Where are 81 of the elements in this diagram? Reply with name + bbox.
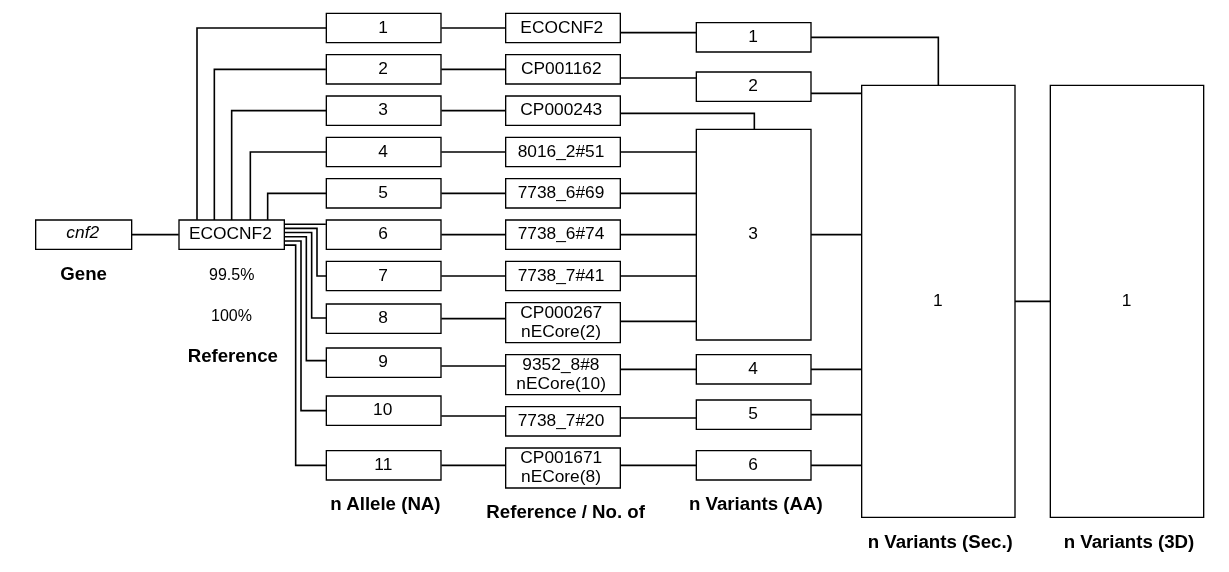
node-box: 4 [695, 354, 812, 385]
node-box: 5 [325, 178, 442, 209]
label: Reference [187, 345, 278, 367]
label: n Variants (Sec.) [867, 530, 1013, 552]
connector [619, 151, 697, 153]
connector [1013, 300, 1051, 303]
node-box: cnf2 [34, 219, 132, 250]
connector [809, 233, 862, 236]
connector [130, 233, 180, 236]
node-box: 6 [695, 450, 812, 481]
label: n Variants (AA) [688, 493, 823, 515]
connector [283, 244, 327, 467]
node-box: 11 [325, 450, 442, 481]
connector [213, 68, 327, 221]
connector [283, 240, 327, 412]
connector [230, 109, 327, 221]
connector [619, 192, 697, 195]
node-box: 5 [695, 399, 812, 430]
connector [195, 27, 327, 221]
connector [266, 192, 327, 221]
connector [809, 464, 862, 467]
label: 99.5% [208, 266, 254, 284]
node-box: 1 [695, 22, 812, 53]
connector [440, 233, 506, 236]
node-box: 4 [325, 136, 442, 168]
node-box: 9 [325, 347, 442, 378]
connector [809, 413, 862, 416]
connector [440, 192, 506, 195]
node-box: ECOCNF2 [177, 219, 285, 250]
connector [619, 275, 697, 277]
connector [440, 68, 506, 71]
node-box: CP000267 nECore(2) [504, 302, 621, 344]
node-box: 2 [695, 71, 812, 102]
connector [809, 36, 939, 86]
connector [619, 368, 697, 371]
node-box: 6 [325, 219, 442, 250]
connector [440, 317, 506, 320]
node-box: 2 [325, 54, 442, 85]
node-box: 3 [695, 128, 812, 341]
label: 100% [210, 307, 252, 325]
connector [283, 231, 327, 319]
connector [283, 227, 327, 277]
connector [440, 109, 506, 112]
connector [283, 235, 327, 362]
node-box: 1 [860, 84, 1016, 518]
connector [249, 151, 327, 221]
node-box: 10 [325, 395, 442, 426]
node-box: CP001162 [504, 54, 621, 85]
node-box: CP000243 [504, 95, 621, 126]
node-box: 7 [325, 260, 442, 292]
node-box: ECOCNF2 [504, 12, 621, 44]
connector [619, 464, 697, 467]
label: Reference / No. of [485, 501, 645, 523]
connector [619, 233, 697, 236]
connector [440, 365, 506, 367]
connector [440, 27, 506, 29]
connector [440, 151, 506, 153]
node-box: 1 [1049, 84, 1204, 518]
node-box: 8 [325, 303, 442, 334]
node-box: 1 [325, 12, 442, 44]
connector [440, 415, 506, 417]
connector [619, 320, 697, 323]
label: n Variants (3D) [1063, 530, 1194, 552]
connector [619, 31, 697, 34]
node-box: 9352_8#8 nECore(10) [504, 354, 621, 396]
connector [809, 92, 862, 95]
connector [619, 417, 697, 419]
node-box: CP001671 nECore(8) [504, 447, 621, 489]
node-box: 7738_7#20 [504, 406, 621, 437]
node-box: 8016_2#51 [504, 136, 621, 168]
node-box: 3 [325, 95, 442, 126]
connector [619, 77, 697, 79]
label: Gene [59, 262, 107, 284]
node-box: 7738_6#69 [504, 178, 621, 209]
connector [283, 223, 327, 225]
connector [440, 275, 506, 277]
connector [440, 464, 506, 467]
node-box: 7738_6#74 [504, 219, 621, 250]
connector [809, 368, 862, 371]
node-box: 7738_7#41 [504, 260, 621, 292]
label: n Allele (NA) [329, 493, 441, 515]
